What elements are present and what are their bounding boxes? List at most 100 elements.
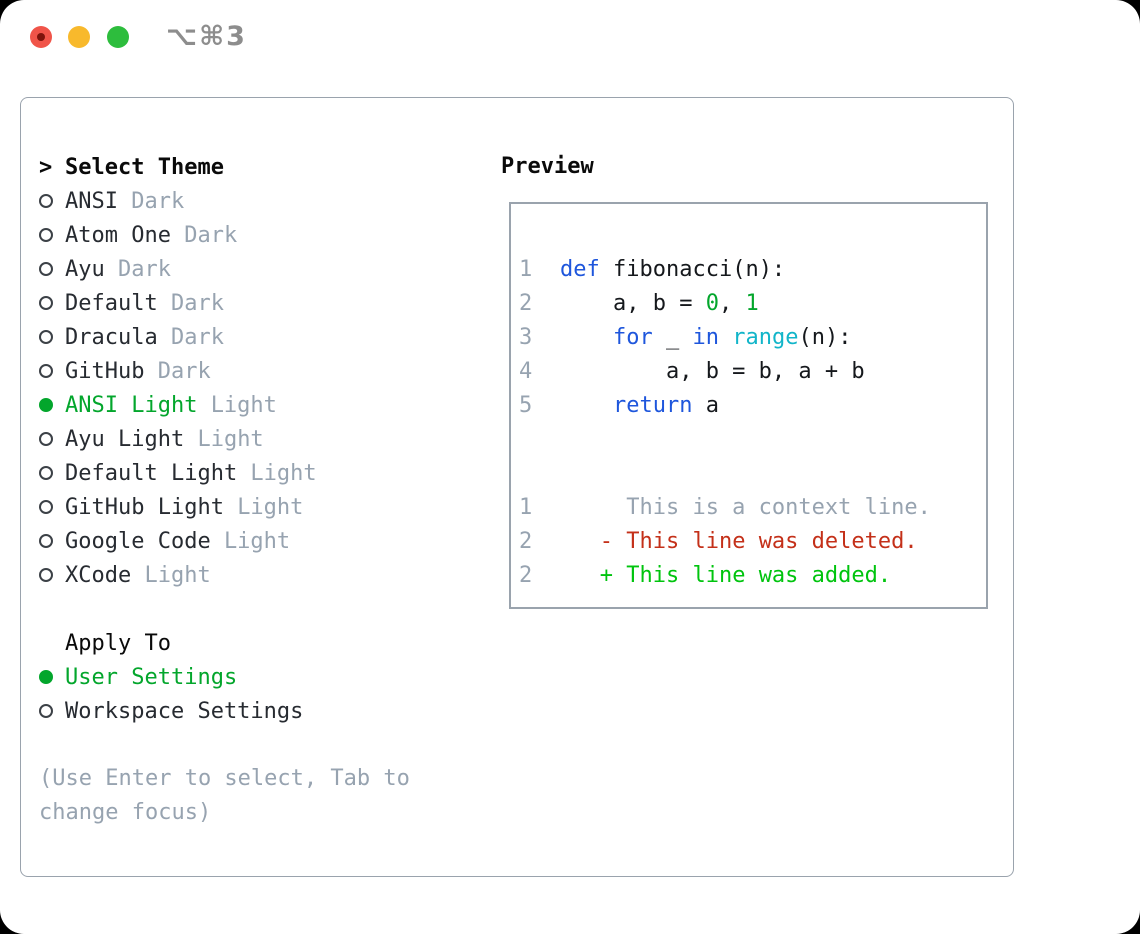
code-text: _: [652, 324, 693, 350]
preview-title: Preview: [501, 154, 594, 179]
code-line-4: 4 a, b = b, a + b: [519, 354, 986, 388]
theme-variant: Dark: [184, 222, 238, 248]
diff-context-text: This is a context line.: [560, 494, 931, 520]
line-number: 2: [519, 528, 533, 554]
theme-option-ayu-light[interactable]: Ayu Light Light: [39, 422, 479, 456]
close-button[interactable]: [30, 26, 52, 48]
diff-line-deleted: 2 - This line was deleted.: [519, 524, 986, 558]
theme-name: ANSI: [65, 188, 118, 214]
theme-variant: Light: [197, 426, 264, 452]
radio-icon: [39, 568, 53, 582]
theme-option-ayu-dark[interactable]: Ayu Dark: [39, 252, 479, 286]
diff-indent: [560, 563, 600, 588]
select-theme-heading: > Select Theme: [39, 150, 479, 184]
theme-name: Dracula: [65, 324, 158, 350]
theme-name: Ayu: [65, 256, 105, 282]
code-keyword: for: [612, 324, 653, 350]
code-text: a, b = b, a + b: [560, 358, 865, 384]
window-shortcut-label: ⌥⌘3: [166, 21, 247, 52]
theme-option-default-dark[interactable]: Default Dark: [39, 286, 479, 320]
theme-name: Default: [65, 290, 158, 316]
theme-option-dracula-dark[interactable]: Dracula Dark: [39, 320, 479, 354]
code-line-2: 2 a, b = 0, 1: [519, 286, 986, 320]
diff-deleted-text: - This line was deleted.: [599, 528, 918, 554]
code-keyword: return: [612, 392, 693, 418]
help-text-line1: (Use Enter to select, Tab to: [39, 766, 410, 791]
theme-option-github-dark[interactable]: GitHub Dark: [39, 354, 479, 388]
radio-selected-icon: [39, 670, 53, 684]
radio-icon: [39, 704, 53, 718]
radio-icon: [39, 296, 53, 310]
apply-to-heading: Apply To: [39, 626, 479, 660]
code-keyword: def: [560, 256, 600, 282]
minimize-button[interactable]: [68, 26, 90, 48]
theme-option-ansi-light[interactable]: ANSI Light Light: [39, 388, 479, 422]
theme-option-ansi-dark[interactable]: ANSI Dark: [39, 184, 479, 218]
theme-option-default-light[interactable]: Default Light Light: [39, 456, 479, 490]
theme-name: Ayu Light: [65, 426, 185, 452]
code-line-1: 1 def fibonacci(n):: [519, 252, 986, 286]
line-number: 1: [519, 494, 533, 520]
spacer: [39, 592, 479, 626]
diff-line-context: 1 This is a context line.: [519, 490, 986, 524]
theme-name: Google Code: [65, 528, 211, 554]
zoom-button[interactable]: [107, 26, 129, 48]
theme-name: Atom One: [65, 222, 171, 248]
blank-line: [519, 456, 986, 490]
line-number: 4: [519, 358, 533, 384]
theme-option-google-code-light[interactable]: Google Code Light: [39, 524, 479, 558]
code-text: (n):: [798, 324, 852, 350]
radio-icon: [39, 330, 53, 344]
theme-option-github-light[interactable]: GitHub Light Light: [39, 490, 479, 524]
radio-icon: [39, 228, 53, 242]
theme-name: ANSI Light: [65, 392, 198, 418]
prompt-icon: >: [39, 154, 53, 180]
spacer: [39, 728, 479, 762]
apply-option-user-settings[interactable]: User Settings: [39, 660, 479, 694]
code-keyword: in: [692, 324, 719, 350]
code-builtin: range: [732, 324, 799, 350]
theme-variant: Light: [250, 460, 317, 486]
line-number: 2: [519, 290, 533, 316]
code-text: a, b =: [560, 290, 706, 316]
theme-name: Default Light: [65, 460, 238, 486]
line-number: 3: [519, 324, 533, 350]
diff-line-added: 2 + This line was added.: [519, 558, 986, 592]
theme-variant: Dark: [157, 358, 211, 384]
theme-variant: Dark: [117, 256, 171, 282]
diff-added-text: + This line was added.: [599, 562, 892, 588]
radio-icon: [39, 194, 53, 208]
blank-line: [519, 422, 986, 456]
radio-icon: [39, 432, 53, 446]
theme-variant: Dark: [170, 290, 224, 316]
radio-icon: [39, 364, 53, 378]
theme-variant: Dark: [170, 324, 224, 350]
theme-variant: Light: [237, 494, 304, 520]
apply-option-workspace-settings[interactable]: Workspace Settings: [39, 694, 479, 728]
code-text: a: [692, 392, 719, 418]
theme-selector: > Select Theme ANSI Dark Atom One Dark A…: [39, 150, 479, 830]
code-literal: 0: [705, 290, 719, 316]
help-text-line2: change focus): [39, 800, 212, 825]
radio-icon: [39, 466, 53, 480]
theme-name: GitHub Light: [65, 494, 224, 520]
code-text: ,: [718, 290, 746, 316]
preview-pane: 1 def fibonacci(n): 2 a, b = 0, 1 3 for _…: [509, 202, 988, 609]
theme-name: GitHub: [65, 358, 145, 384]
code-line-3: 3 for _ in range(n):: [519, 320, 986, 354]
apply-to-title: Apply To: [65, 630, 171, 656]
line-number: 2: [519, 562, 533, 588]
code-text: [560, 393, 613, 418]
code-text: fibonacci(n):: [599, 256, 786, 282]
theme-variant: Light: [223, 528, 291, 554]
apply-option-label: User Settings: [65, 664, 238, 690]
theme-option-xcode-light[interactable]: XCode Light: [39, 558, 479, 592]
theme-variant: Dark: [131, 188, 185, 214]
select-theme-title: Select Theme: [65, 154, 224, 180]
code-text: [560, 325, 613, 350]
code-line-5: 5 return a: [519, 388, 986, 422]
line-number: 1: [519, 256, 533, 282]
theme-option-atom-one-dark[interactable]: Atom One Dark: [39, 218, 479, 252]
code-text: [719, 325, 732, 350]
